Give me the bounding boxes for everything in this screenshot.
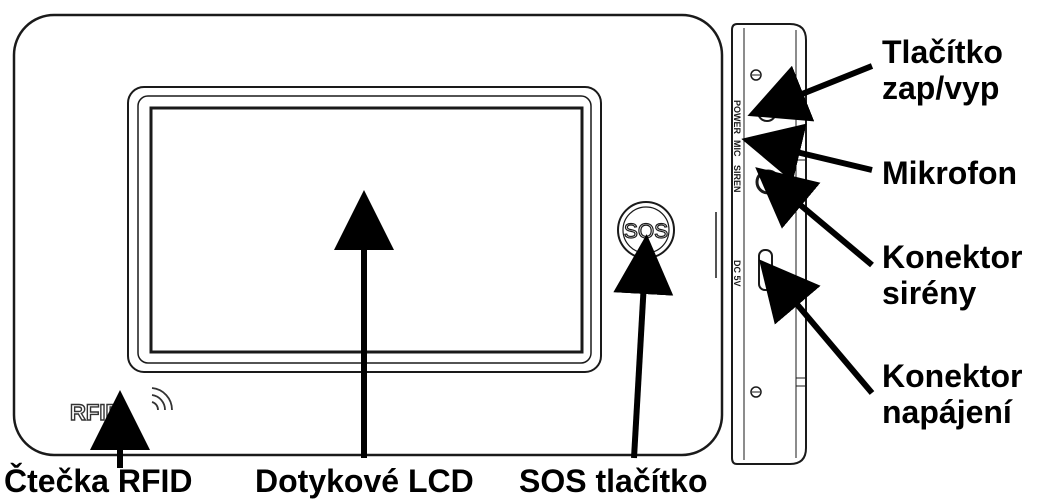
label-power-connector: Konektor napájení (882, 358, 1022, 430)
label-power-connector-line1: Konektor (882, 358, 1023, 394)
side-label-power: POWER (732, 100, 742, 135)
label-microphone-line1: Mikrofon (882, 155, 1018, 191)
side-label-siren: SIREN (732, 165, 742, 193)
label-rfid-reader: Čtečka RFID (4, 463, 193, 499)
label-power-button: Tlačítko zap/vyp (882, 34, 1003, 106)
label-power-connector-line2: napájení (882, 394, 1012, 430)
side-notch-bottom (796, 377, 806, 387)
label-siren-connector-line2: sirény (882, 275, 977, 311)
wireless-signal-icon (151, 387, 173, 411)
callout-arrows (90, 63, 875, 468)
arrow-sos-button (613, 234, 674, 459)
power-connector[interactable] (758, 249, 773, 291)
label-power-button-line2: zap/vyp (882, 70, 1000, 106)
arrow-siren-connector (755, 167, 874, 268)
arrow-power-button (747, 63, 874, 122)
arrow-microphone (741, 123, 873, 182)
label-sos-button: SOS tlačítko (519, 463, 708, 499)
power-button[interactable] (757, 102, 777, 122)
label-microphone: Mikrofon (882, 155, 1017, 191)
label-power-button-line1: Tlačítko (882, 34, 1003, 70)
microphone-hole (762, 143, 772, 153)
rfid-logo: RFID (70, 400, 121, 425)
side-label-mic: MIC (732, 140, 742, 157)
label-siren-connector: Konektor sirény (882, 239, 1022, 311)
label-siren-connector-line1: Konektor (882, 239, 1023, 275)
label-touch-lcd: Dotykové LCD (255, 463, 474, 499)
siren-connector[interactable] (755, 169, 781, 195)
device-side-body (731, 23, 807, 465)
sos-button-text: SOS (624, 220, 668, 243)
side-label-dc: DC 5V (732, 260, 742, 287)
arrow-power-connector (759, 259, 875, 395)
